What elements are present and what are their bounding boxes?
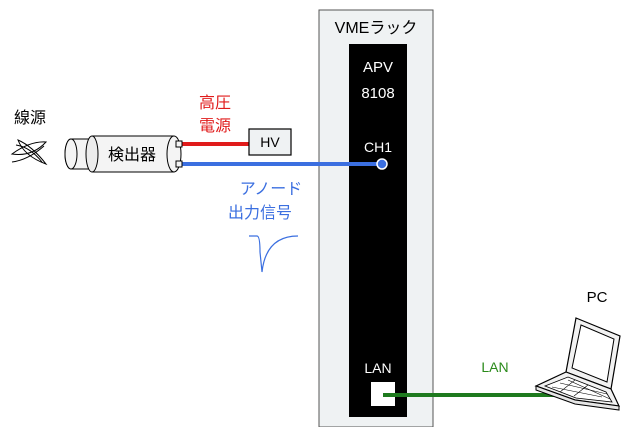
channel-label: CH1	[364, 139, 392, 155]
apv-module	[349, 44, 407, 417]
laptop-icon	[534, 317, 621, 411]
radiation-source-icon	[10, 139, 48, 166]
pulse-waveform	[249, 235, 299, 273]
module-name-line1: APV	[363, 59, 393, 76]
hv-label-line1: 高圧	[199, 94, 231, 112]
hv-box-label: HV	[260, 134, 280, 150]
detector-label: 検出器	[108, 146, 156, 164]
anode-label-line2: 出力信号	[228, 204, 292, 222]
ch1-connector	[376, 158, 388, 170]
module-name-line2: 8108	[361, 85, 394, 102]
lan-port-label: LAN	[364, 360, 391, 376]
detector-icon	[64, 135, 183, 173]
rack-title: VMEラック	[335, 19, 418, 37]
anode-label-line1: アノード	[240, 181, 303, 198]
hv-label-line2: 電源	[199, 117, 231, 135]
lan-label: LAN	[481, 359, 508, 375]
hv-box	[248, 128, 292, 156]
source-label: 線源	[14, 109, 46, 127]
pc-label: PC	[587, 289, 608, 306]
